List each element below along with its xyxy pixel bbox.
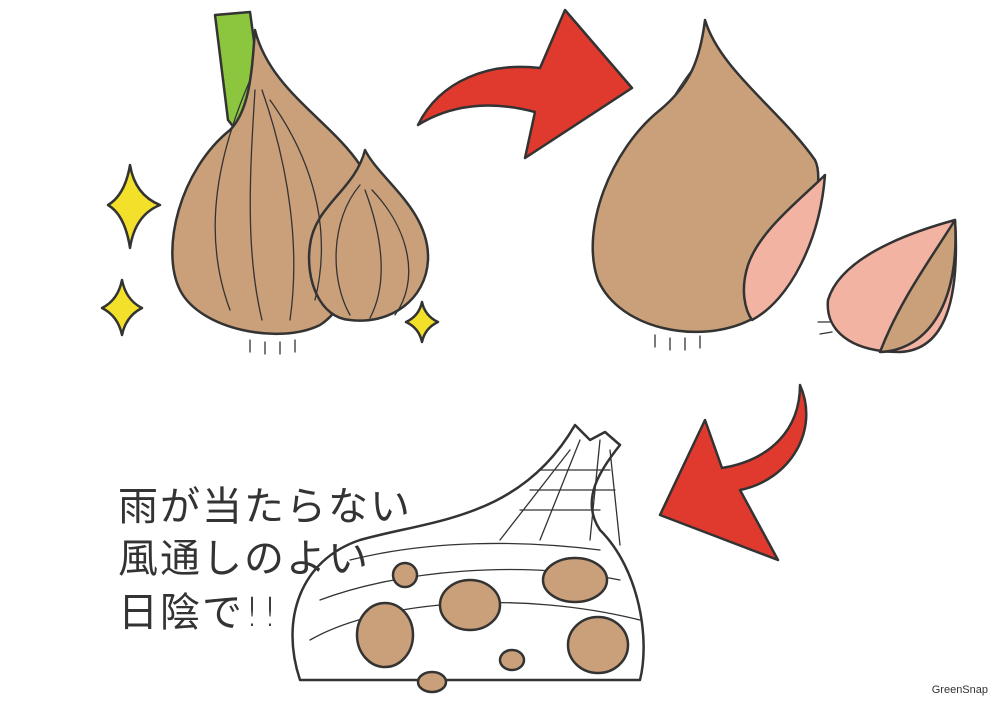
arrow-down-left — [658, 383, 808, 562]
caption-line: 風通しのよい — [118, 536, 370, 582]
clove-skin — [878, 218, 957, 354]
watermark: GreenSnap — [931, 684, 988, 696]
sparkle-icon — [100, 278, 144, 337]
sparkle-icon — [404, 300, 440, 344]
garlic-cloves-in-bag — [355, 556, 630, 694]
caption-line: 雨が当たらない — [118, 484, 412, 530]
garlic-clove-left — [307, 148, 430, 322]
caption-line: 日陰で!! — [118, 590, 281, 636]
sparkle-icon — [106, 163, 162, 250]
net-bag — [291, 423, 645, 694]
root-hairs — [249, 321, 833, 355]
arrow-right — [416, 8, 634, 160]
exposed-clove-flesh — [742, 173, 827, 322]
